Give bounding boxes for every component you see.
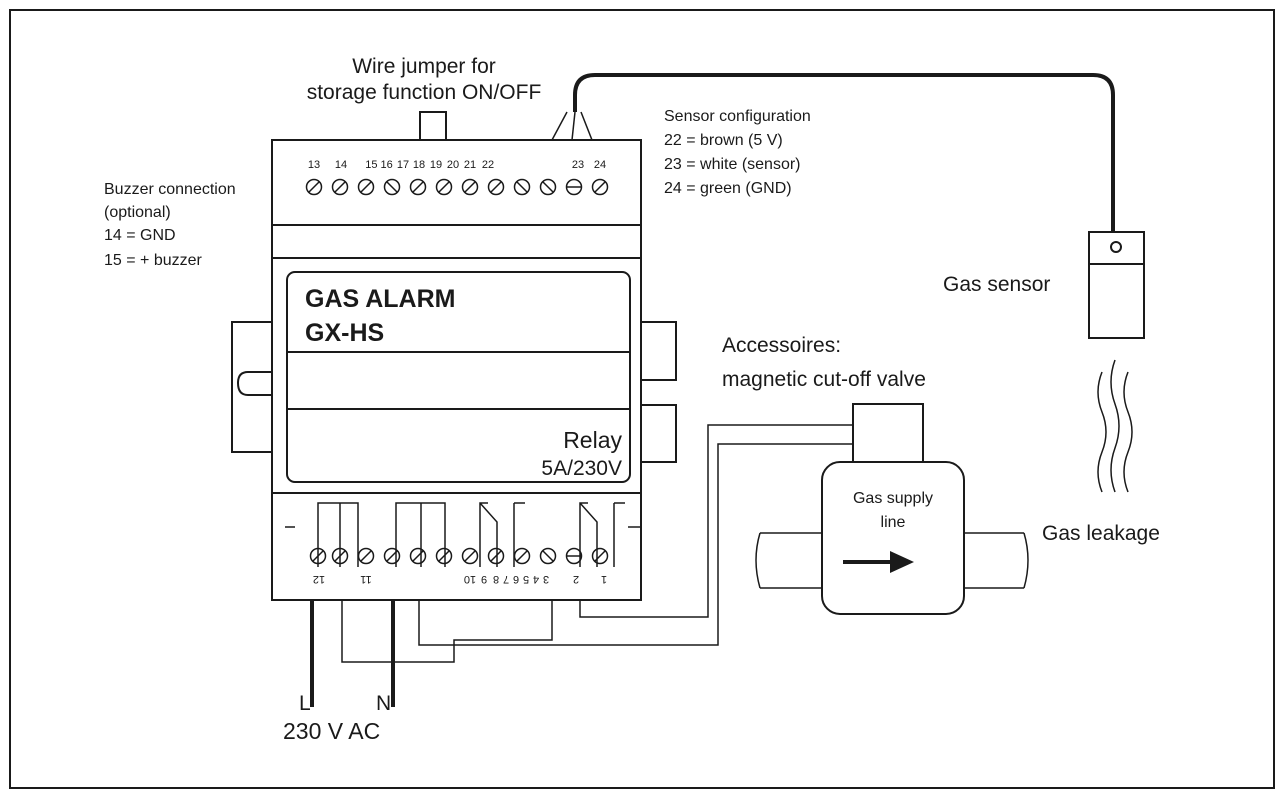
flow-arrow-head [890,551,914,573]
terminal-13: 13 [308,159,320,171]
terminal-2: 2 [573,573,579,585]
gas-sensor-body [1088,231,1145,339]
terminal-3: 3 [543,573,549,585]
right-din-clip-upper [641,321,677,381]
gas-leakage-label: Gas leakage [1042,522,1160,545]
terminal-11: 11 [360,573,371,585]
terminal-22: 22 [482,159,494,171]
sensor-config-23: 23 = white (sensor) [664,156,801,173]
gas-supply-label-line1: Gas supply [853,490,933,507]
terminal-19: 19 [430,159,442,171]
terminal-7: 7 [503,573,509,585]
sensor-wire-23 [571,111,576,141]
bottom-terminal-screws [309,547,609,565]
gas-supply-label-line2: line [881,514,906,531]
terminal-20: 20 [447,159,459,171]
terminal-24: 24 [594,159,606,171]
terminal-17: 17 [397,159,409,171]
valve-wire-a [418,443,853,646]
relay-label: Relay [563,427,622,453]
terminal-6: 6 [513,573,519,585]
terminal-8: 8 [493,573,499,585]
right-din-clip-lower [641,404,677,463]
terminal-12: 12 [313,573,325,585]
relay-rating: 5A/230V [541,457,622,480]
jumper-label-line2: storage function ON/OFF [307,81,542,104]
buzzer-plus: 15 = + buzzer [104,252,203,269]
device-name: GAS ALARM [305,285,455,313]
sensor-config-title: Sensor configuration [664,108,811,125]
device-model: GX-HS [305,319,384,347]
sensor-cable [573,73,1115,232]
jumper-label-line1: Wire jumper for [352,55,496,78]
gas-sensor-indicator [1110,241,1122,253]
terminal-9: 9 [481,573,487,585]
gas-sensor-label: Gas sensor [943,273,1050,296]
valve-wire-b [579,424,853,618]
buzzer-gnd: 14 = GND [104,227,176,244]
power-voltage-label: 230 V AC [283,718,380,744]
bottom-terminal-numbers: 12 11 10 9 8 7 6 5 4 3 2 1 [313,573,607,585]
sensor-config-24: 24 = green (GND) [664,180,792,197]
terminal-14: 14 [335,159,347,171]
accessories-label-line1: Accessoires: [722,334,841,357]
sensor-wire-24 [580,111,593,141]
sensor-wire-22 [551,111,568,141]
terminal-10: 10 [464,573,476,585]
gas-pipe-right-end [1023,532,1029,589]
sensor-config-22: 22 = brown (5 V) [664,132,783,149]
top-terminal-screws [305,178,609,196]
valve-actuator [852,403,924,463]
left-din-clip-slot [236,371,288,396]
gas-pipe-right [961,532,1024,589]
gas-leakage-waves [1097,359,1133,493]
terminal-1: 1 [601,573,607,585]
gas-pipe-left-end [755,532,761,589]
power-l-label: L [299,692,311,715]
loop-wire-outer [341,600,553,663]
top-terminal-numbers: 13 14 15 16 17 18 19 20 21 22 23 24 [308,159,606,171]
buzzer-title: Buzzer connection [104,181,236,198]
jumper-wire [419,111,447,140]
terminal-15-16: 15 16 [365,159,393,171]
power-n-label: N [376,692,391,715]
accessories-label-line2: magnetic cut-off valve [722,368,926,391]
terminal-5: 5 [523,573,529,585]
device-label-strip [286,351,631,410]
terminal-21: 21 [464,159,476,171]
left-din-clip [231,321,288,453]
buzzer-optional: (optional) [104,204,171,221]
terminal-18: 18 [413,159,425,171]
terminal-4: 4 [533,573,539,585]
valve-body [821,461,965,615]
terminal-23: 23 [572,159,584,171]
